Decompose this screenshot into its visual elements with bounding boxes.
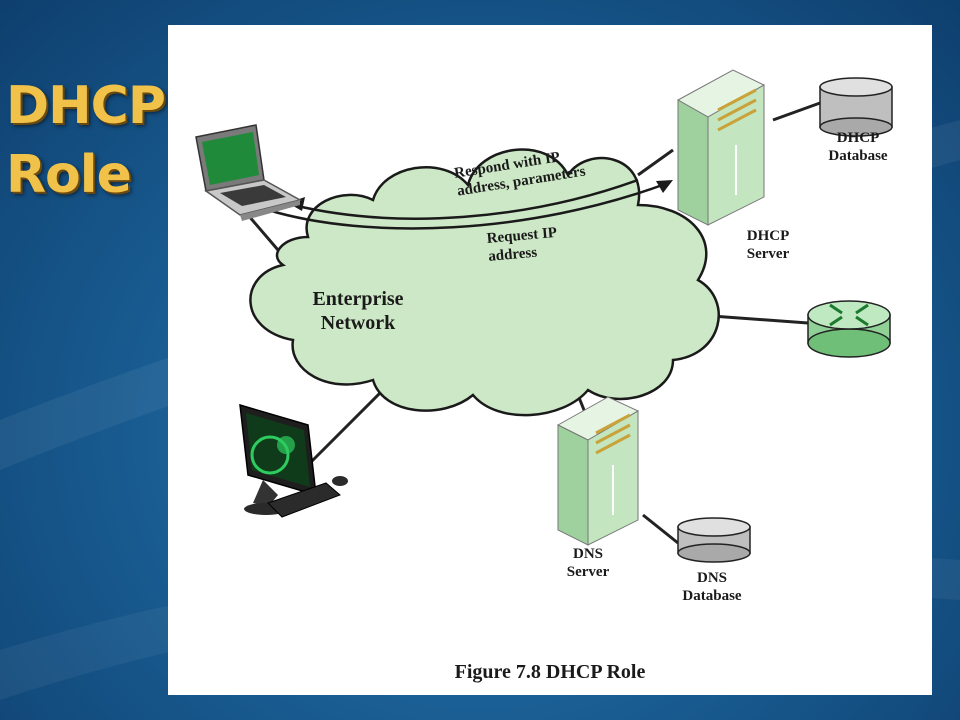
request-label: Request IP address: [486, 224, 558, 265]
server-icon: [556, 396, 640, 546]
slide-title-line-2: Role: [6, 144, 132, 205]
request-arrowhead: [656, 180, 673, 193]
figure-caption: Figure 7.8 DHCP Role: [454, 661, 646, 683]
desktop-computer-icon: [239, 403, 348, 518]
dns-server-label: DNS Server: [566, 546, 610, 580]
database-icon: [819, 77, 893, 137]
router-icon: [807, 300, 891, 358]
slide-title-line-1: DHCP: [6, 76, 166, 136]
dhcp-database-label: DHCP Database: [828, 130, 888, 164]
laptop-icon: [195, 124, 303, 221]
database-icon: [677, 517, 751, 563]
link-dns-server-db: [642, 513, 679, 545]
cloud-label: Enterprise Network: [312, 288, 404, 334]
dhcp-server-label: DHCP Server: [746, 228, 790, 262]
figure-panel: Respond with IP address, parameters Requ…: [168, 25, 932, 695]
request-arrow: [267, 181, 669, 230]
dns-database-label: DNS Database: [682, 570, 742, 604]
message-arrows: [267, 178, 669, 230]
link-dhcp-server-db: [772, 101, 821, 122]
link-laptop-cloud: [246, 214, 280, 251]
server-icon: [676, 69, 766, 226]
respond-arrow: [292, 178, 639, 220]
slide-title: DHCP Role: [6, 72, 166, 209]
link-dhcp-server-cloud: [637, 148, 674, 177]
network-diagram: [195, 69, 893, 563]
